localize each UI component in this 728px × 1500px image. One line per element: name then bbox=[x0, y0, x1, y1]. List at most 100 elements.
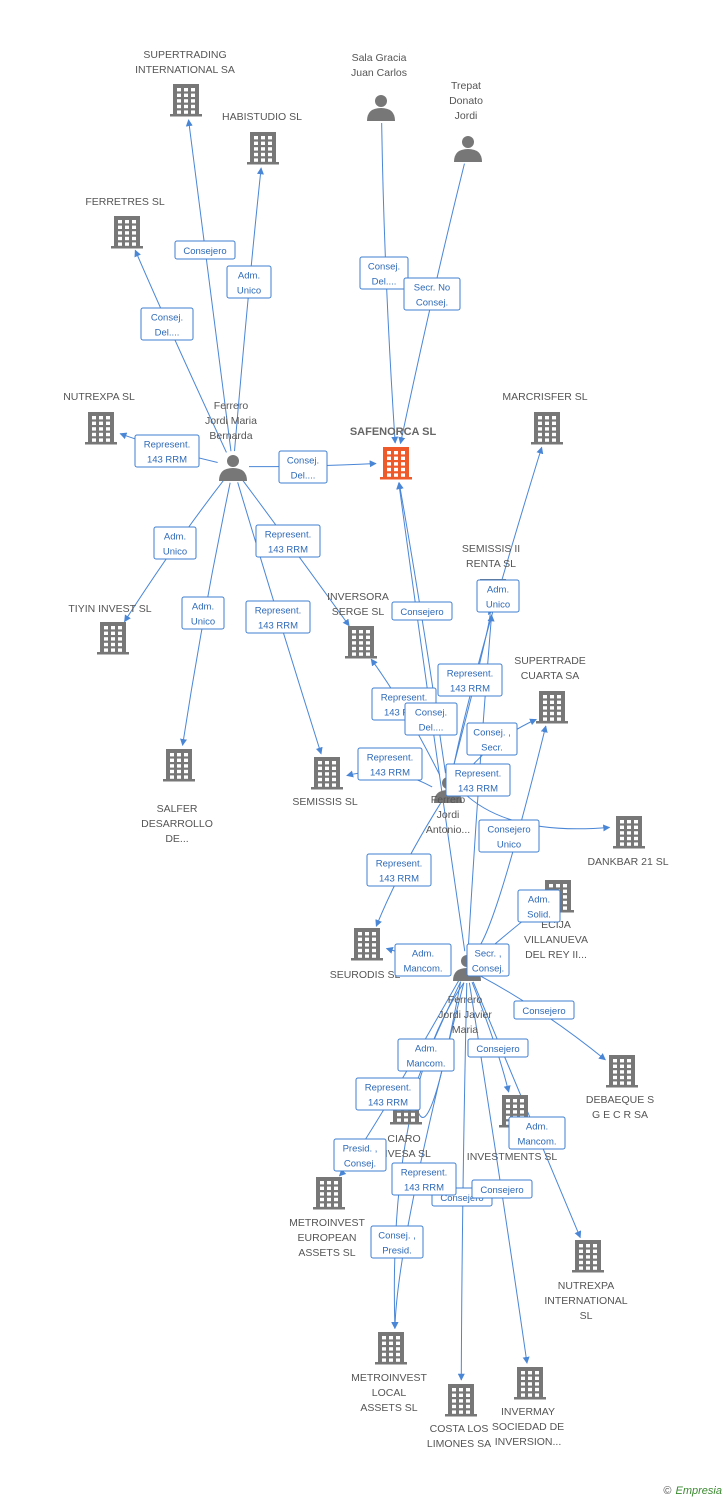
node-label: SEMISSIS SL bbox=[292, 796, 358, 808]
edge-label-text: Represent. bbox=[255, 606, 301, 617]
edge-label: Secr. ,Consej. bbox=[466, 943, 510, 977]
building-icon[interactable] bbox=[170, 84, 202, 117]
node-label: SOCIEDAD DE bbox=[492, 1421, 564, 1433]
building-icon[interactable] bbox=[85, 412, 117, 445]
node-label: SEURODIS SL bbox=[330, 969, 401, 981]
edge-label-text: Consejero bbox=[400, 607, 443, 618]
node-label: DEBAEQUE S bbox=[586, 1094, 654, 1106]
edge-label: Represent.143 RRM bbox=[391, 1162, 457, 1196]
building-icon[interactable] bbox=[247, 132, 279, 165]
edge-label-text: Del.... bbox=[419, 723, 444, 734]
building-icon[interactable] bbox=[97, 622, 129, 655]
edge-label-text: Consej. bbox=[151, 313, 183, 324]
node-label: Bernarda bbox=[209, 430, 252, 442]
building-icon[interactable] bbox=[514, 1367, 546, 1400]
edge-label-text: Presid. , bbox=[343, 1144, 378, 1155]
edge-label-text: 143 RRM bbox=[368, 1098, 408, 1109]
edge-label-text: Represent. bbox=[376, 859, 422, 870]
node-label: SEMISSIS II bbox=[462, 543, 520, 555]
edge-label-text: Consejero bbox=[480, 1185, 523, 1196]
edge-label: Adm.Unico bbox=[153, 526, 197, 560]
edge-label-text: Mancom. bbox=[406, 1059, 445, 1070]
building-icon[interactable] bbox=[345, 626, 377, 659]
edge-label-text: Adm. bbox=[412, 949, 434, 960]
node-label: SUPERTRADING bbox=[143, 49, 226, 61]
node-label: Ferrero bbox=[448, 994, 483, 1006]
node-label: INVESA SL bbox=[377, 1148, 431, 1160]
building-icon[interactable] bbox=[111, 216, 143, 249]
node-label: FERRETRES SL bbox=[85, 196, 165, 208]
edge-label: Adm.Unico bbox=[226, 265, 272, 299]
edge-ferreroJJM-to-costa bbox=[457, 982, 468, 1381]
node-label: DEL REY II... bbox=[525, 949, 587, 961]
person-icon[interactable] bbox=[454, 136, 482, 162]
edge-label-text: Consej. bbox=[287, 456, 319, 467]
person-icon[interactable] bbox=[367, 95, 395, 121]
building-icon[interactable] bbox=[311, 757, 343, 790]
edge-label-text: Mancom. bbox=[517, 1137, 556, 1148]
building-icon[interactable] bbox=[572, 1240, 604, 1273]
edge-label: Consejero bbox=[174, 240, 236, 260]
edge-label-text: Consejero bbox=[487, 825, 530, 836]
node-label: Ferrero bbox=[431, 794, 466, 806]
edge-label-text: Unico bbox=[191, 617, 215, 628]
edge-label: Adm.Mancom. bbox=[397, 1038, 455, 1072]
building-icon[interactable] bbox=[375, 1332, 407, 1365]
edge-label-text: Represent. bbox=[365, 1083, 411, 1094]
edge-label-text: Consejero bbox=[440, 1193, 483, 1204]
node-label: LIMONES SA bbox=[427, 1438, 491, 1450]
edge-label-text: 143 RRM bbox=[370, 768, 410, 779]
node-label: SAFENORCA SL bbox=[350, 426, 437, 438]
node-label: INTERNATIONAL bbox=[544, 1295, 627, 1307]
building-icon[interactable] bbox=[606, 1055, 638, 1088]
node-label: INTERNATIONAL SA bbox=[135, 64, 235, 76]
node-label: ASSETS SL bbox=[360, 1402, 417, 1414]
edge-ferreroJMB-to-supertrading bbox=[185, 119, 232, 452]
edge-label: Adm. Mancom. bbox=[394, 943, 452, 977]
edge-label-text: Consej. , bbox=[473, 728, 511, 739]
edge-label-text: Adm. bbox=[164, 532, 186, 543]
node-label: Jordi Maria bbox=[205, 415, 257, 427]
person-icon[interactable] bbox=[219, 455, 247, 481]
edge-label: Consejero bbox=[467, 1038, 529, 1058]
node-label: EUROPEAN bbox=[298, 1232, 357, 1244]
node-label: Jordi bbox=[455, 110, 478, 122]
edge-label-text: Del.... bbox=[155, 328, 180, 339]
edge-label-text: 143 RRM bbox=[450, 684, 490, 695]
building-icon[interactable] bbox=[531, 412, 563, 445]
edge-label: Represent.143 RRM bbox=[445, 763, 511, 797]
node-label: TIYIN INVEST SL bbox=[68, 603, 151, 615]
edge-label: Represent.143 RRM bbox=[255, 524, 321, 558]
edge-label-text: Consejero bbox=[522, 1006, 565, 1017]
edge-labels-layer: ConsejeroAdm.UnicoConsej.Del....Represen… bbox=[134, 240, 575, 1259]
edge-label-text: Presid. bbox=[382, 1246, 412, 1257]
edge-label: Consej. ,Secr. bbox=[466, 722, 518, 756]
node-label: NUTREXPA bbox=[558, 1280, 614, 1292]
edge-label-text: Unico bbox=[486, 600, 510, 611]
building-icon[interactable] bbox=[613, 816, 645, 849]
edge-label: Adm.Unico bbox=[476, 579, 520, 613]
building-icon[interactable] bbox=[163, 749, 195, 782]
edge-label-text: Secr. , bbox=[475, 949, 502, 960]
node-label: Maria bbox=[452, 1024, 478, 1036]
edge-label-text: Consej. bbox=[415, 708, 447, 719]
edge-label: Consej. Del.... bbox=[278, 450, 328, 484]
edge-label: Represent.143 RRM bbox=[357, 747, 423, 781]
edge-label-text: Adm. bbox=[526, 1122, 548, 1133]
edge-label: Presid. ,Consej. bbox=[333, 1138, 387, 1172]
building-icon[interactable] bbox=[536, 691, 568, 724]
edge-label-text: 143 RRM bbox=[458, 784, 498, 795]
node-label: NUTREXPA SL bbox=[63, 391, 135, 403]
building-icon[interactable] bbox=[351, 928, 383, 961]
edge-label: Consejero bbox=[513, 1000, 575, 1020]
node-label: INVERMAY bbox=[501, 1406, 555, 1418]
building-icon[interactable] bbox=[445, 1384, 477, 1417]
edge-label-text: Mancom. bbox=[403, 964, 442, 975]
building-icon-main[interactable] bbox=[380, 447, 412, 480]
edge-label-text: Del.... bbox=[291, 471, 316, 482]
node-label: VILLANUEVA bbox=[524, 934, 588, 946]
building-icon[interactable] bbox=[313, 1177, 345, 1210]
edge-label-text: Represent. bbox=[265, 530, 311, 541]
